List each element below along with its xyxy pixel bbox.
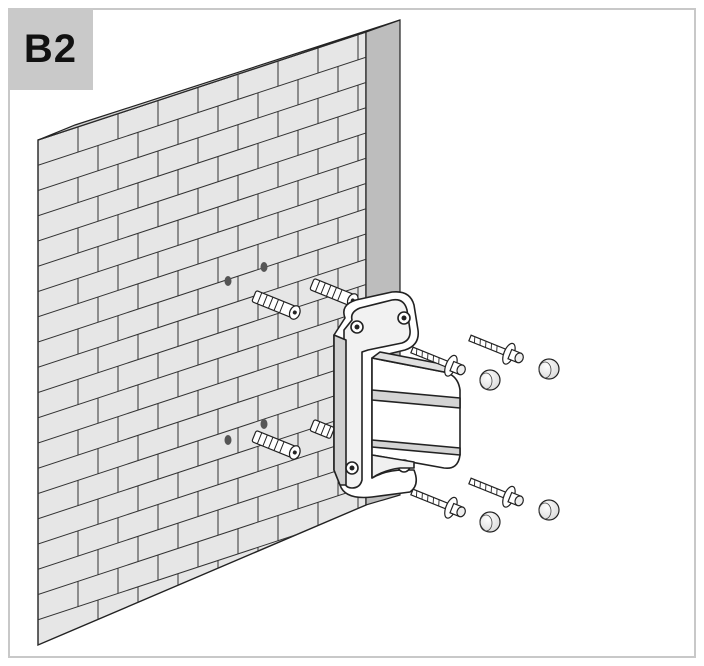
screw-set xyxy=(410,488,466,519)
hole xyxy=(260,419,268,429)
brick-wall xyxy=(37,19,401,647)
hole xyxy=(260,262,268,272)
fasteners xyxy=(410,334,560,533)
step-label: B2 xyxy=(23,26,78,71)
wall-holes xyxy=(224,262,268,445)
wall-plug xyxy=(309,419,335,439)
wall-plugs xyxy=(251,278,359,460)
screw-set xyxy=(468,334,524,365)
screw-set xyxy=(468,477,524,508)
step-badge: B2 xyxy=(8,8,93,90)
hole xyxy=(224,276,232,286)
wall-bracket xyxy=(333,290,461,499)
screw-set xyxy=(410,346,466,377)
wall-plug xyxy=(251,290,301,320)
wall-plug xyxy=(251,430,301,460)
hole xyxy=(224,435,232,445)
cover-caps xyxy=(479,358,560,533)
